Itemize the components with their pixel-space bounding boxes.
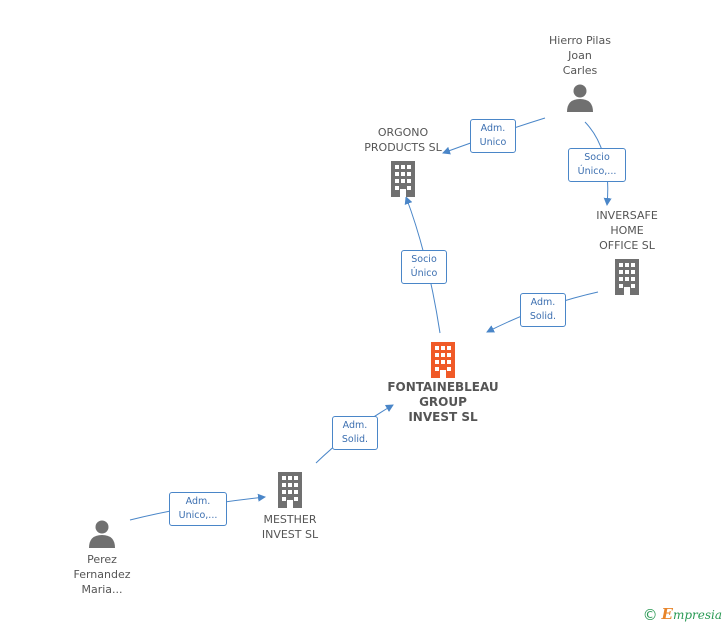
edge-label-fontainebleau-orgono[interactable]: Socio Único	[401, 250, 447, 284]
edge-label-hierro-inversafe[interactable]: Socio Único,...	[568, 148, 626, 182]
copyright-icon: ©	[642, 606, 658, 624]
building-icon	[615, 259, 639, 295]
node-mesther-invest[interactable]: MESTHER INVEST SL	[240, 472, 340, 542]
node-perez-fernandez[interactable]: Perez Fernandez Maria...	[52, 518, 152, 597]
node-label: MESTHER INVEST SL	[261, 513, 319, 541]
edge-label-inversafe-fontainebleau[interactable]: Adm. Solid.	[520, 293, 566, 327]
brand-initial: E	[661, 605, 673, 623]
building-icon	[278, 472, 302, 508]
brand-name: mpresia	[672, 608, 722, 622]
node-label: FONTAINEBLEAU GROUP INVEST SL	[387, 380, 499, 424]
person-icon	[89, 520, 115, 548]
building-icon-main	[431, 342, 455, 378]
node-hierro-pilas[interactable]: Hierro Pilas Joan Carles	[530, 33, 630, 112]
edge-label-hierro-orgono[interactable]: Adm. Unico	[470, 119, 516, 153]
edge-label-perez-mesther[interactable]: Adm. Unico,...	[169, 492, 227, 526]
node-fontainebleau-group[interactable]: FONTAINEBLEAU GROUP INVEST SL	[383, 342, 503, 425]
node-label: ORGONO PRODUCTS SL	[364, 126, 442, 154]
node-inversafe-home-office[interactable]: INVERSAFE HOME OFFICE SL	[577, 208, 677, 295]
node-orgono-products[interactable]: ORGONO PRODUCTS SL	[353, 125, 453, 197]
person-icon	[567, 84, 593, 112]
brand-watermark: © Empresia	[643, 605, 722, 624]
node-label: INVERSAFE HOME OFFICE SL	[596, 209, 658, 252]
edge-label-mesther-fontainebleau[interactable]: Adm. Solid.	[332, 416, 378, 450]
node-label: Hierro Pilas Joan Carles	[549, 34, 611, 77]
node-label: Perez Fernandez Maria...	[73, 553, 131, 596]
building-icon	[391, 161, 415, 197]
